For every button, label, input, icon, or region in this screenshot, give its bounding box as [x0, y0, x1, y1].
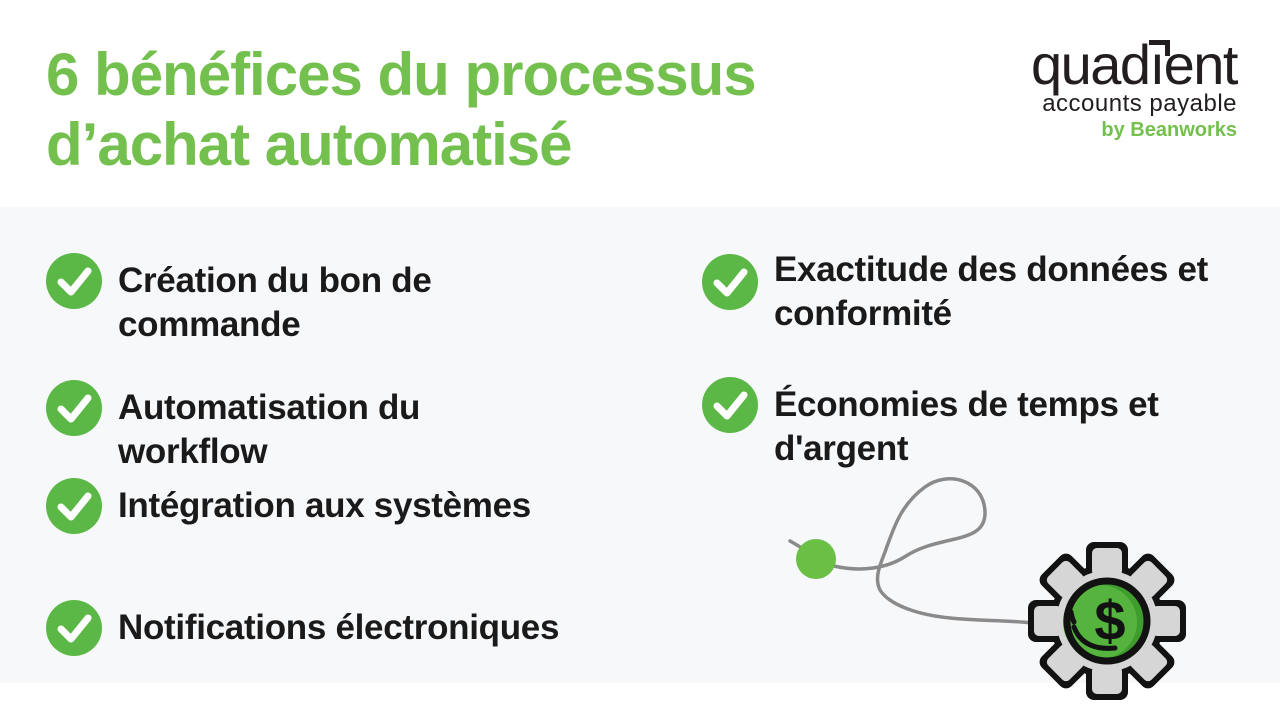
check-item-automatisation: Automatisation du workflow: [46, 380, 420, 474]
check-icon: [46, 380, 102, 436]
check-item-label: Exactitude des données et conformité: [774, 250, 1209, 333]
logo-subtitle: accounts payable: [1042, 90, 1237, 117]
check-item-label: Intégration aux systèmes: [118, 486, 531, 525]
check-icon: [702, 254, 758, 310]
check-item-notifications: Notifications électroniques: [46, 600, 559, 656]
logo-wordmark-post: ent: [1163, 33, 1239, 96]
check-item-label: Notifications électroniques: [118, 608, 560, 647]
check-item-integration: Intégration aux systèmes: [46, 478, 531, 534]
check-icon: [46, 600, 102, 656]
page-title: 6 bénéfices du processus d’achat automat…: [46, 41, 757, 178]
logo-wordmark: quadıent: [1031, 33, 1239, 96]
check-item-label: Automatisation du workflow: [118, 388, 421, 471]
logo-i-flag-icon: ı: [1148, 33, 1170, 96]
check-icon: [46, 478, 102, 534]
check-item-label: Économies de temps et d'argent: [774, 385, 1159, 468]
check-item-label: Création du bon de commande: [118, 261, 432, 344]
check-item-creation: Création du bon de commande: [46, 253, 432, 347]
quadient-logo: quadıent accounts payable by Beanworks: [1031, 33, 1239, 142]
check-icon: [702, 377, 758, 433]
logo-byline: by Beanworks: [1101, 119, 1237, 141]
check-item-exactitude: Exactitude des données et conformité: [702, 250, 1208, 336]
check-icon: [46, 253, 102, 309]
check-item-economies: Économies de temps et d'argent: [702, 377, 1159, 471]
logo-wordmark-pre: quad: [1031, 33, 1151, 96]
